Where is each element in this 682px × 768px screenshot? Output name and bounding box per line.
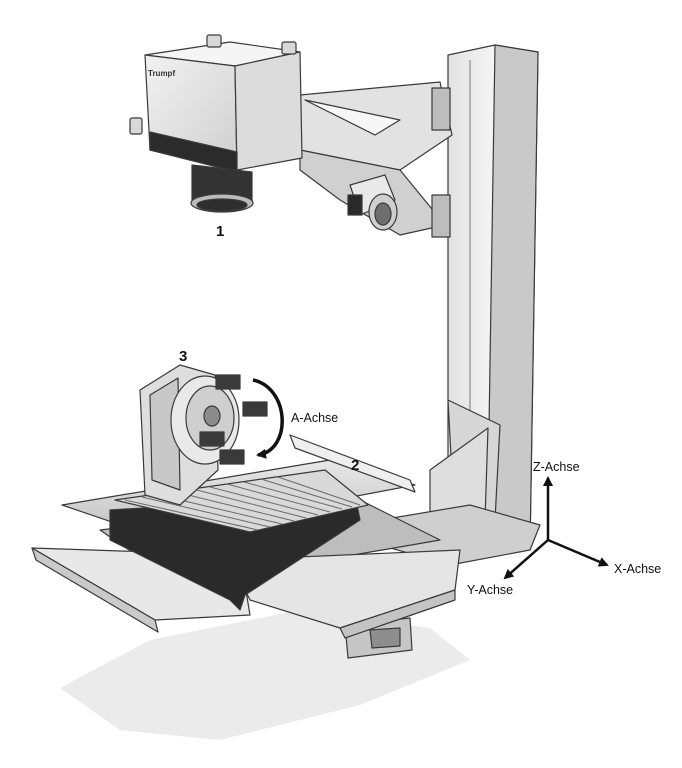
label-x-axis: X-Achse <box>614 562 661 576</box>
label-y-axis: Y-Achse <box>467 583 513 597</box>
a-axis-rotation-arrow <box>252 378 284 459</box>
work-table <box>31 434 461 639</box>
label-part-2: 2 <box>351 457 359 474</box>
column-frame <box>344 44 541 659</box>
brand-text: Trumpf <box>148 69 175 78</box>
rotary-chuck <box>139 364 268 506</box>
y-axis-arrow <box>503 539 549 580</box>
laser-head: Trumpf <box>129 34 303 213</box>
label-part-3: 3 <box>179 348 187 365</box>
label-part-1: 1 <box>216 223 224 240</box>
label-a-axis: A-Achse <box>291 411 338 425</box>
x-axis-arrow <box>547 538 609 567</box>
coordinate-axes <box>503 476 609 580</box>
head-arm <box>299 81 453 238</box>
label-z-axis: Z-Achse <box>533 460 580 474</box>
